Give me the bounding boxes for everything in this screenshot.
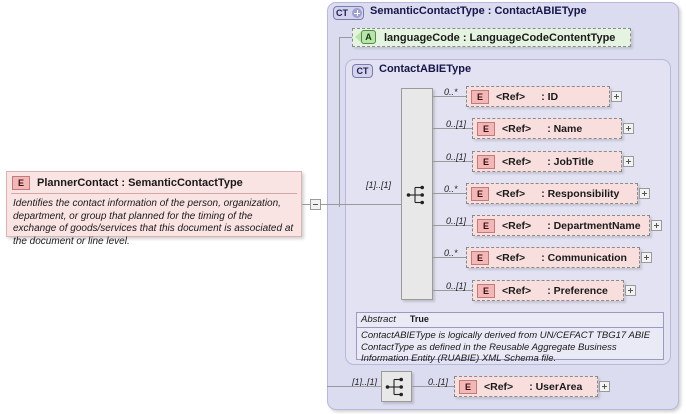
sequence-icon [406,185,424,205]
attribute-connector-vertical [339,37,340,207]
element-ref-row[interactable]: E <Ref> : ID [466,86,610,107]
sequence-icon [385,377,403,397]
element-badge-text: E [471,250,489,265]
branch-line-1 [433,96,466,97]
sequence-main-inlet [379,204,401,205]
branch-line-3 [433,161,472,162]
sequence-bottom-inlet [327,386,381,387]
expand-toggle[interactable] [641,252,652,263]
element-badge-text: E [471,89,489,104]
cardinality-4: 0..[1] [446,216,467,226]
collapse-toggle-root[interactable] [310,199,321,210]
abstract-value: True [409,314,429,324]
sequence-bottom-cardinality: [1]..[1] [352,377,378,387]
element-ref-row[interactable]: E <Ref> : Name [472,118,622,139]
plannercontact-title-row: E PlannerContact : SemanticContactType [7,172,301,193]
cardinality-3: 0..* [444,184,458,194]
branch-line-5 [433,225,472,226]
element-ref-row[interactable]: E <Ref> : Responsibility [466,183,638,204]
element-ref-text: <Ref> [496,90,526,103]
inner-ct-badge-text: CT [356,66,369,76]
element-badge-text: E [477,218,495,233]
abstract-divider [357,327,663,328]
element-ref-row[interactable]: E <Ref> : JobTitle [472,151,622,172]
element-name-text: : Responsibility [541,187,620,200]
expand-toggle[interactable] [611,91,622,102]
attribute-badge-text: A [361,30,376,44]
element-ref-row[interactable]: E <Ref> : Preference [472,280,624,301]
root-connector-left-line [302,204,311,205]
element-ref-text: <Ref> [502,122,532,135]
ct-badge-text: CT [336,8,348,18]
element-badge-text: E [477,283,495,298]
element-ref-text: <Ref> [496,251,526,264]
expand-toggle[interactable] [625,285,636,296]
user-area-cardinality: 0..[1] [428,377,449,387]
element-badge-text: E [12,176,30,190]
element-ref-row[interactable]: E <Ref> : DepartmentName [472,215,650,236]
element-ref-userarea[interactable]: E <Ref> : UserArea [454,376,598,397]
inner-complex-type-badge: CT [352,64,373,78]
user-area-branch-line [412,386,454,387]
expand-toggle[interactable] [623,156,634,167]
branch-line-6 [433,257,466,258]
attribute-languagecode[interactable]: A languageCode : LanguageCodeContentType [352,28,631,47]
cardinality-2: 0..[1] [446,152,467,162]
element-ref-row[interactable]: E <Ref> : Communication [466,247,640,268]
element-name-text: : ID [541,90,559,103]
element-name-text: : DepartmentName [547,219,641,232]
plannercontact-documentation: Identifies the contact information of th… [13,198,294,247]
abstract-documentation: ContactABIEType is logically derived fro… [361,330,651,364]
element-name-text: : Communication [541,251,627,264]
attribute-icon: A [355,30,377,45]
cardinality-6: 0..[1] [446,281,467,291]
abstract-key: Abstract [361,314,396,325]
outer-type-title: SemanticContactType : ContactABIEType [370,5,587,17]
plannercontact-divider [11,193,297,194]
plus-icon[interactable] [352,8,362,18]
element-ref-text: <Ref> [502,155,532,168]
abstract-row: Abstract True [357,313,663,327]
element-name-text: : UserArea [529,380,583,393]
cardinality-0: 0..* [444,87,458,97]
attribute-label: languageCode : LanguageCodeContentType [384,31,616,44]
element-badge-text: E [477,121,495,136]
element-badge-text: E [459,379,477,394]
element-plannercontact[interactable]: E PlannerContact : SemanticContactType I… [6,171,302,247]
abstract-annotation-panel: Abstract True ContactABIEType is logical… [356,312,664,364]
branch-line-4 [433,193,466,194]
cardinality-5: 0..* [444,248,458,258]
complex-type-expand-badge[interactable]: CT [333,6,364,20]
root-connector-right-line [321,204,379,205]
element-name-text: : Name [547,122,583,135]
plannercontact-label: PlannerContact : SemanticContactType [37,177,243,189]
expand-toggle[interactable] [623,123,634,134]
attribute-connector-horizontal [339,37,353,38]
sequence-main-cardinality: [1]..[1] [366,180,392,190]
inner-type-title: ContactABIEType [379,63,472,75]
expand-toggle[interactable] [599,381,610,392]
expand-toggle[interactable] [651,220,662,231]
branch-line-2 [433,128,472,129]
element-ref-text: <Ref> [496,187,526,200]
element-name-text: : JobTitle [547,155,594,168]
expand-toggle[interactable] [639,188,650,199]
branch-line-7 [433,290,472,291]
cardinality-1: 0..[1] [446,119,467,129]
sequence-main-connector[interactable] [401,88,433,300]
element-badge-text: E [477,154,495,169]
element-name-text: : Preference [547,284,608,297]
element-ref-text: <Ref> [502,219,532,232]
element-ref-text: <Ref> [502,284,532,297]
sequence-bottom-connector[interactable] [381,371,412,402]
element-ref-text: <Ref> [484,380,514,393]
element-badge-text: E [471,186,489,201]
